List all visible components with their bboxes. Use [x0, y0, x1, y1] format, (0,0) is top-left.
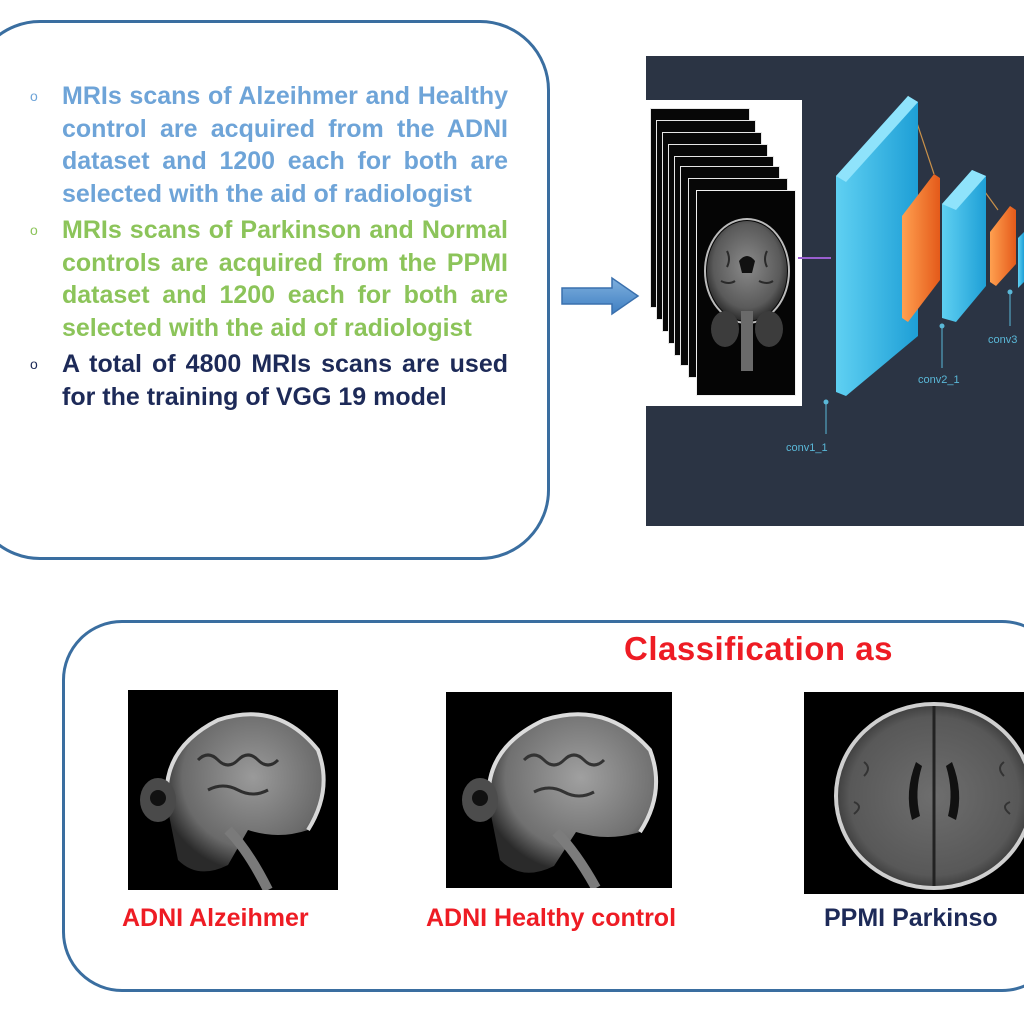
conv3-block: [1018, 232, 1024, 288]
bullet-adni-item: o MRIs scans of Alzeihmer and Healthy co…: [28, 80, 508, 210]
classification-box: [62, 620, 1024, 992]
bullet-circle-icon: o: [30, 222, 38, 238]
bullet-adni-text: MRIs scans of Alzeihmer and Healthy cont…: [62, 82, 508, 208]
layer-label-conv1: conv1_1: [786, 442, 828, 454]
pool1-block: [902, 174, 940, 322]
bullet-ppmi-item: o MRIs scans of Parkinson and Normal con…: [28, 214, 508, 344]
bullet-total-text: A total of 4800 MRIs scans are used for …: [62, 350, 508, 411]
ppmi-parkinson-scan: [804, 692, 1024, 894]
vgg19-architecture-diagram: [798, 95, 1024, 434]
adni-healthy-scan: [446, 692, 672, 888]
dataset-info-box: [0, 20, 550, 560]
layer-label-conv3: conv3: [988, 334, 1018, 346]
bullet-circle-icon: o: [30, 88, 38, 104]
dataset-bullet-list: o MRIs scans of Alzeihmer and Healthy co…: [28, 80, 508, 413]
class-label-adni-alzheimer: ADNI Alzeihmer: [122, 904, 309, 932]
class-label-ppmi-parkinson: PPMI Parkinso: [824, 904, 998, 932]
mri-coronal-image: [696, 190, 796, 396]
adni-alzheimer-scan: [128, 690, 338, 890]
flow-arrow-icon: [561, 276, 640, 316]
layer-label-conv2: conv2_1: [918, 374, 960, 386]
bullet-total-item: o A total of 4800 MRIs scans are used fo…: [28, 348, 508, 413]
bullet-ppmi-text: MRIs scans of Parkinson and Normal contr…: [62, 216, 508, 342]
pool2-block: [990, 206, 1016, 286]
class-label-adni-healthy: ADNI Healthy control: [426, 904, 677, 932]
bullet-circle-icon: o: [30, 356, 38, 372]
classification-title: Classification as: [624, 630, 893, 667]
mri-input-stack: [650, 108, 798, 398]
conv1-block: [836, 96, 918, 396]
